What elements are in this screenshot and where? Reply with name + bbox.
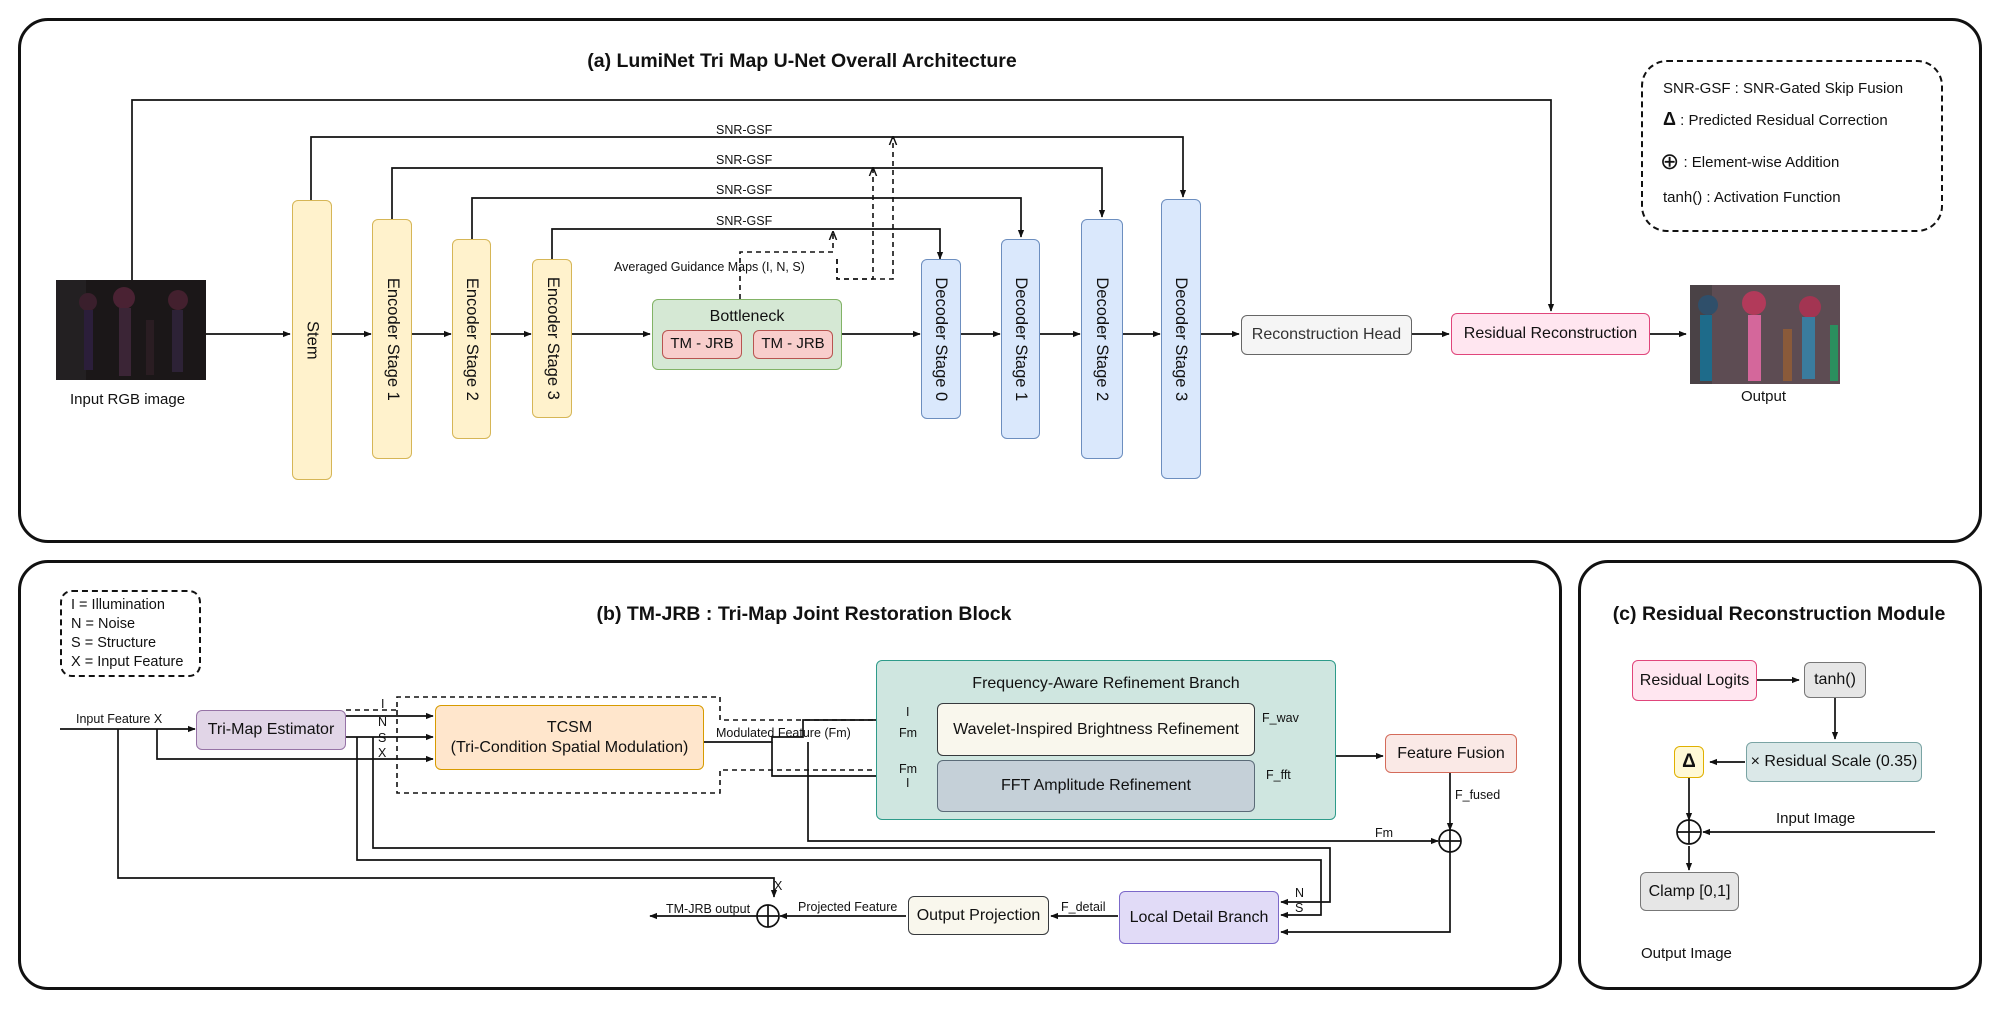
encoder-stage-3: Encoder Stage 3 [532,259,572,418]
panel-a-legend [1641,60,1943,232]
input-rgb-label: Input RGB image [70,391,186,408]
fft-input-fm: Fm [899,762,918,776]
guidance-maps-label: Averaged Guidance Maps (I, N, S) [614,260,805,274]
wavelet-refinement: Wavelet-Inspired Brightness Refinement [937,703,1255,756]
input-feature-label: Input Feature X [76,712,163,726]
delta-icon: Δ [1674,746,1704,778]
decoder-stage-1: Decoder Stage 1 [1001,239,1040,439]
legend-tanh: tanh() : Activation Function [1663,189,1841,206]
wav-input-fm: Fm [899,726,918,740]
stem-block: Stem [292,200,332,480]
panel-a-title: (a) LumiNet Tri Map U-Net Overall Archit… [587,50,1017,72]
f-wav-label: F_wav [1262,711,1299,725]
output-image-thumbnail [1690,285,1840,384]
x-residual-label: X [774,879,783,893]
map-letter-n: N [378,715,388,729]
skip-label-1: SNR-GSF [716,123,773,137]
decoder-stage-0: Decoder Stage 0 [921,259,961,419]
wav-input-i: I [906,705,910,719]
map-letter-s: S [378,731,387,745]
add-circle-icon: ⊕ [1660,148,1680,174]
tm-jrb-output-label: TM-JRB output [666,902,751,916]
legend-delta-row: Δ : Predicted Residual Correction [1663,109,1888,129]
output-image-label: Output Image [1641,945,1732,962]
panel-b [18,560,1562,990]
bottleneck-tm-jrb-1: TM - JRB [662,330,742,359]
input-image-thumbnail [56,280,206,380]
f-fft-label: F_fft [1266,768,1291,782]
fft-input-i: I [906,776,910,790]
projected-feature-label: Projected Feature [798,900,898,914]
ld-input-s: S [1295,901,1304,915]
decoder-stage-2: Decoder Stage 2 [1081,219,1123,459]
residual-scale: × Residual Scale (0.35) [1746,742,1922,782]
delta-icon: Δ [1663,109,1676,129]
residual-logits: Residual Logits [1632,660,1757,701]
skip-label-3: SNR-GSF [716,183,773,197]
legend-add-row: ⊕ : Element-wise Addition [1660,148,1840,174]
reconstruction-head: Reconstruction Head [1241,315,1412,355]
panel-c [1578,560,1982,990]
legend-illumination: I = Illumination [71,597,165,613]
panel-b-title: (b) TM-JRB : Tri-Map Joint Restoration B… [596,603,1012,625]
legend-input-feature: X = Input Feature [71,654,184,670]
f-detail-label: F_detail [1061,900,1106,914]
decoder-stage-3: Decoder Stage 3 [1161,199,1201,479]
f-fused-label: F_fused [1455,788,1501,802]
residual-reconstruction: Residual Reconstruction [1451,313,1650,355]
modulated-feature-label: Modulated Feature (Fm) [716,726,851,740]
map-letter-x: X [378,746,387,760]
feature-fusion: Feature Fusion [1385,734,1517,773]
legend-structure: S = Structure [71,635,157,651]
fm-skip-label: Fm [1375,826,1394,840]
map-letter-i: I [381,697,385,711]
output-label: Output [1741,388,1787,405]
panel-a [18,18,1982,543]
encoder-stage-1: Encoder Stage 1 [372,219,412,459]
skip-label-4: SNR-GSF [716,214,773,228]
bottleneck-tm-jrb-2: TM - JRB [753,330,833,359]
tri-map-estimator: Tri-Map Estimator [196,710,346,750]
skip-label-2: SNR-GSF [716,153,773,167]
output-projection: Output Projection [908,896,1049,935]
ld-input-n: N [1295,886,1305,900]
legend-snr-gsf: SNR-GSF : SNR-Gated Skip Fusion [1663,80,1904,97]
encoder-stage-2: Encoder Stage 2 [452,239,491,439]
clamp-block: Clamp [0,1] [1640,872,1739,911]
panel-b-legend [60,590,201,677]
legend-noise: N = Noise [71,616,136,632]
tanh-block: tanh() [1804,662,1866,698]
input-image-label: Input Image [1776,810,1856,827]
panel-c-title: (c) Residual Reconstruction Module [1612,603,1946,625]
tcsm-block: TCSM (Tri-Condition Spatial Modulation) [435,705,704,770]
local-detail-branch: Local Detail Branch [1119,891,1279,944]
fft-amplitude-refinement: FFT Amplitude Refinement [937,760,1255,812]
